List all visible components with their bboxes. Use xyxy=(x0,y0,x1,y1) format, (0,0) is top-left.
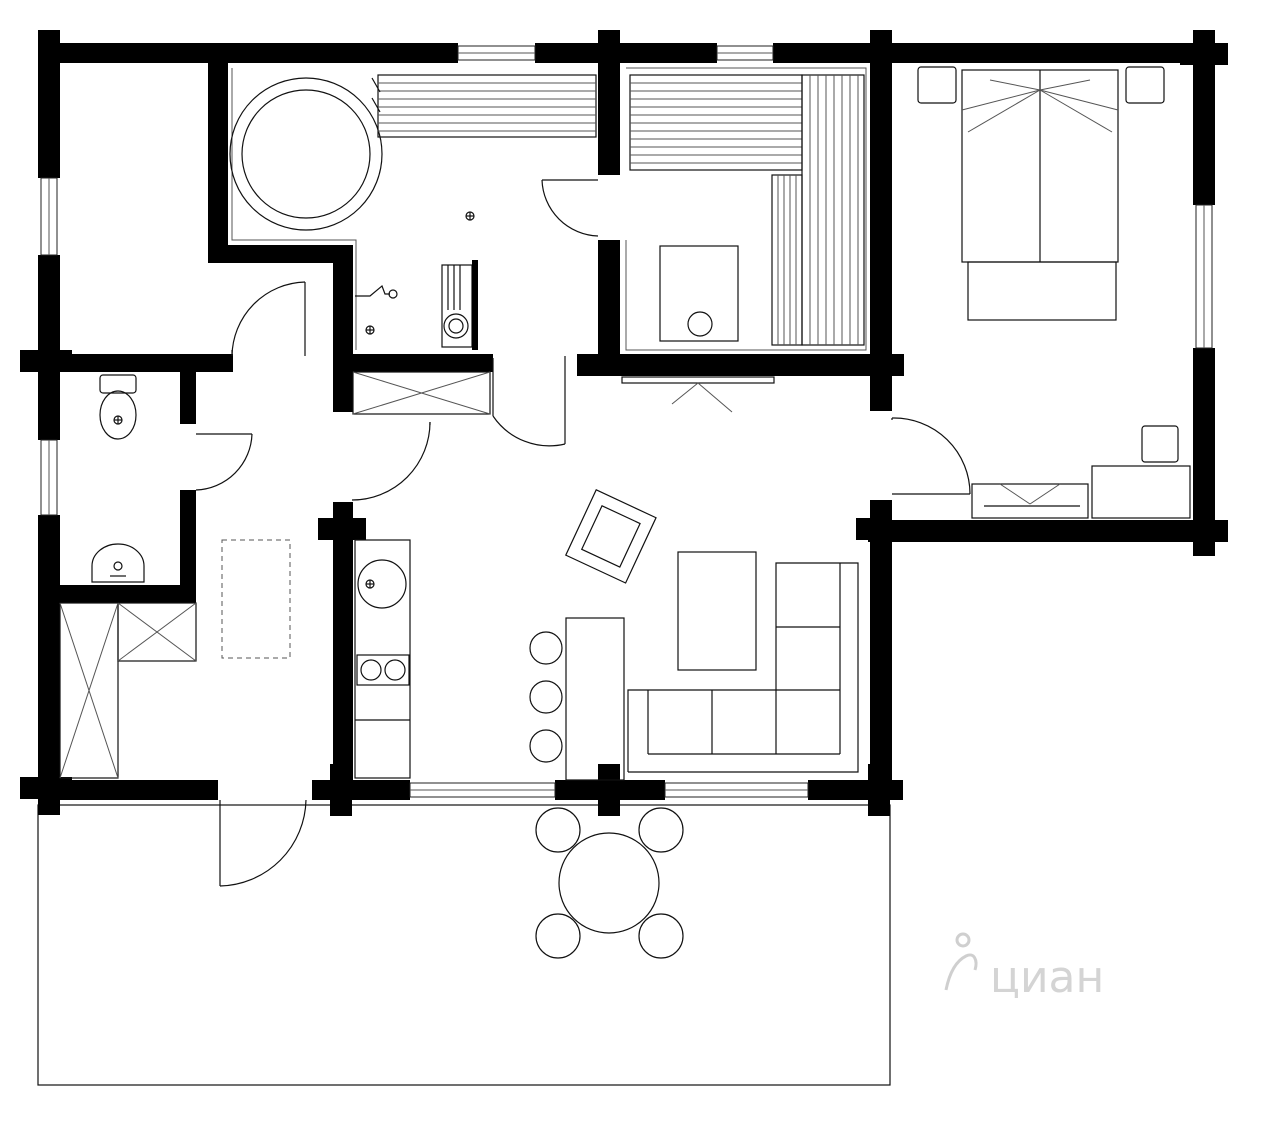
bench-slat xyxy=(999,483,1031,505)
double-bed xyxy=(961,69,1119,321)
door-wc xyxy=(195,433,253,491)
hot-tub xyxy=(229,77,383,231)
lower-bench xyxy=(771,174,803,346)
door-washroom xyxy=(492,356,566,447)
bench-slat xyxy=(1039,79,1091,91)
door-bedroom xyxy=(891,417,971,495)
door-living xyxy=(351,421,431,501)
dresser xyxy=(971,483,1089,519)
hall xyxy=(59,371,491,779)
cooktop xyxy=(356,654,410,686)
wc-sink xyxy=(91,543,145,583)
shower-head-icon xyxy=(465,211,475,221)
floor-drain-icon xyxy=(365,325,375,335)
bar-stools xyxy=(529,631,563,763)
doors xyxy=(195,179,971,887)
bench-slat xyxy=(1039,89,1119,111)
desk xyxy=(1091,465,1191,519)
bench-slat xyxy=(989,79,1041,91)
bench-slat xyxy=(1029,483,1061,505)
wc xyxy=(91,374,145,583)
kitchen xyxy=(354,539,625,781)
bench-slat xyxy=(59,602,119,779)
toilet xyxy=(99,374,137,440)
washroom xyxy=(229,68,597,350)
bedroom xyxy=(917,66,1191,519)
door-hall-upper xyxy=(231,281,306,357)
wardrobe xyxy=(352,371,491,415)
sauna-stove xyxy=(659,245,739,342)
steam-door-glass xyxy=(621,376,775,413)
bench-slat xyxy=(697,382,733,413)
shoe-cabinet xyxy=(59,602,197,779)
shower-valve-icon xyxy=(355,77,398,299)
living-room xyxy=(564,376,859,773)
coffee-table xyxy=(677,551,757,671)
steam-room xyxy=(625,67,867,351)
bench-slat xyxy=(1039,89,1113,133)
interior-walls xyxy=(38,63,904,800)
terrace-chairs xyxy=(535,807,684,959)
bench-slat xyxy=(352,371,491,415)
bench-slat xyxy=(117,602,197,662)
nightstand-left xyxy=(917,66,957,104)
bench-slat xyxy=(671,382,699,405)
round-table xyxy=(558,832,660,934)
bar-counter xyxy=(565,617,625,781)
cian-figure-icon xyxy=(944,932,978,991)
corner-sofa xyxy=(627,562,859,773)
washroom-bench xyxy=(377,74,597,138)
kitchen-sink xyxy=(357,559,407,609)
watermark-text: циан xyxy=(990,952,1104,1003)
nightstand-right xyxy=(1125,66,1165,104)
terrace-dining xyxy=(535,807,684,959)
kitchen-counter xyxy=(354,539,411,779)
terrace xyxy=(37,804,891,1086)
upper-bench xyxy=(629,74,803,171)
watermark: циан xyxy=(944,932,1104,1003)
door-entrance xyxy=(219,799,307,887)
bench-slat xyxy=(967,89,1041,133)
desk-chair xyxy=(1141,425,1179,463)
bench-slat xyxy=(961,89,1041,111)
entry-rug xyxy=(221,539,291,659)
armchair xyxy=(564,489,657,584)
corner-bench xyxy=(801,74,865,346)
door-steam-room xyxy=(541,179,599,237)
water-heater xyxy=(441,264,473,348)
